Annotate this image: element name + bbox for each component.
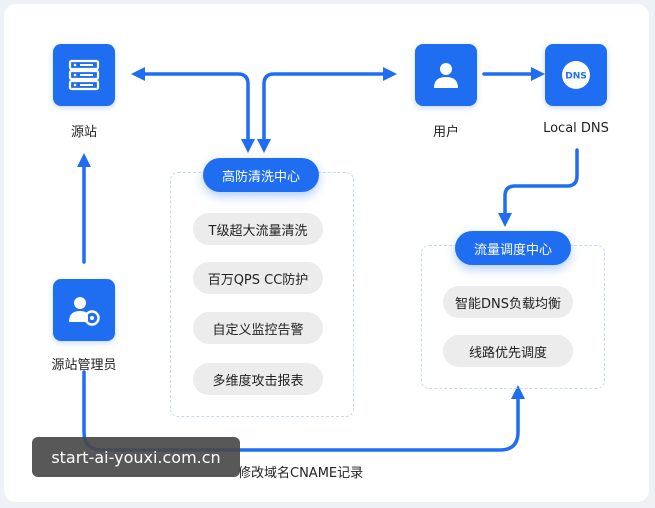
server-icon	[68, 59, 100, 91]
origin-admin-node	[53, 279, 115, 341]
watermark: start-ai-youxi.com.cn	[32, 437, 240, 477]
origin-admin-label: 源站管理员	[51, 358, 117, 373]
scrubbing-item-4: 多维度攻击报表	[193, 363, 323, 395]
origin-label: 源站	[70, 125, 97, 140]
scheduling-center-title: 流量调度中心	[455, 231, 571, 265]
edge-localdns-to-scheduling	[498, 148, 579, 227]
user-icon	[434, 63, 458, 88]
scrubbing-item-2: 百万QPS CC防护	[193, 262, 323, 294]
scrubbing-item-1: T级超大流量清洗	[193, 213, 323, 245]
dns-icon: DNS	[562, 61, 590, 89]
scrubbing-center-title: 高防清洗中心	[203, 158, 319, 192]
local-dns-label: Local DNS	[543, 121, 609, 136]
scheduling-item-2: 线路优先调度	[443, 335, 573, 367]
scrubbing-item-3: 自定义监控告警	[193, 312, 323, 344]
edge-origin-to-scrubbing	[131, 67, 255, 153]
scheduling-item-1: 智能DNS负载均衡	[443, 286, 573, 318]
dns-icon-text: DNS	[565, 72, 587, 82]
origin-server-node	[53, 44, 115, 106]
user-label: 用户	[432, 125, 459, 140]
edge-user-to-scrubbing	[257, 67, 397, 153]
cname-edge-label: 修改域名CNAME记录	[238, 466, 364, 481]
admin-settings-icon	[69, 297, 100, 326]
user-node	[415, 44, 477, 106]
local-dns-node: DNS	[545, 44, 607, 106]
